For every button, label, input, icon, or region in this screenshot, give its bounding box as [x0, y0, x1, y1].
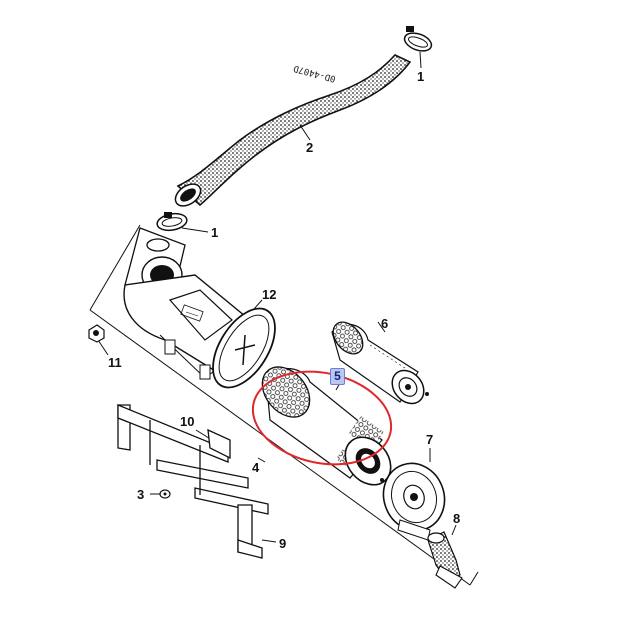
label-nut: 11: [108, 355, 122, 370]
label-hose-clamp-lower: 1: [211, 225, 219, 240]
label-hose: 2: [306, 140, 314, 155]
hose-part: [174, 54, 412, 207]
outer-filter-element: [261, 366, 392, 486]
cover-part: [382, 462, 446, 541]
label-inner-element: 6: [381, 316, 389, 331]
nut-part: [88, 324, 105, 343]
bracket-assembly: [117, 404, 269, 559]
label-bracket-strap: 10: [180, 414, 195, 429]
hose-clamp-top: [403, 26, 433, 52]
hose-clamp-lower: [156, 212, 188, 232]
inner-filter-element: [331, 321, 429, 405]
label-hose-clamp-top: 1: [417, 69, 425, 84]
label-cover: 7: [426, 432, 434, 447]
air-cleaner-housing: [123, 227, 276, 389]
label-housing: 4: [252, 460, 260, 475]
assembly-frame: [89, 224, 479, 586]
label-outer-element[interactable]: 5: [330, 368, 345, 385]
band-part: [168, 289, 233, 341]
label-bracket: 9: [279, 536, 287, 551]
label-washer: 3: [137, 487, 145, 502]
valve-part: [427, 531, 463, 589]
label-valve: 8: [453, 511, 461, 526]
washer-part: [159, 489, 171, 499]
label-band: 12: [262, 287, 277, 302]
